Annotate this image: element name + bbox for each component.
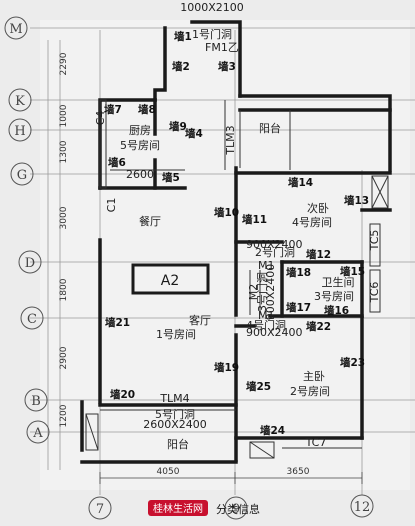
openings <box>85 99 389 459</box>
a2-box <box>131 263 210 295</box>
dim-4050: 4050 <box>157 467 180 477</box>
column-axis-markers: 7 9 12 <box>88 494 374 520</box>
kitchen-sub: 5号房间 <box>120 139 160 152</box>
door4-size: 900X2400 <box>246 326 303 339</box>
kitchen-label: 厨房 <box>129 124 151 137</box>
dim-1300: 1300 <box>59 140 69 163</box>
c1-label: C1 <box>105 198 118 213</box>
wall-7-label: 墙7 <box>104 103 122 116</box>
door3-size: 900X2400 <box>264 264 277 321</box>
door3-label: 3号门洞 <box>255 272 269 312</box>
wall-2-label: 墙2 <box>172 60 190 73</box>
bedroom2-label: 次卧 <box>307 201 329 215</box>
wall-13-label: 墙13 <box>344 194 369 207</box>
row-axis-markers: M K H G D C B A <box>4 16 50 444</box>
wall-3-label: 墙3 <box>218 60 236 73</box>
watermark-tag: 分类信息 <box>216 502 260 516</box>
left-dimensions: 2290 1000 1300 3000 1800 2900 1200 <box>59 52 69 427</box>
dim-2600-label: 2600 <box>126 168 154 181</box>
axis-row-D: D <box>25 256 35 271</box>
axis-row-G: G <box>17 168 27 183</box>
door2-label: 2号门洞 <box>255 245 295 259</box>
door3-code: M2 <box>247 284 260 301</box>
wall-18-label: 墙18 <box>286 266 311 279</box>
axis-row-K: K <box>15 94 25 109</box>
watermark-brand: 桂林生活网 <box>153 502 203 515</box>
wall-14-label: 墙14 <box>288 176 313 189</box>
wall-19-label: 墙19 <box>214 361 239 374</box>
wall-8-label: 墙8 <box>138 103 156 116</box>
axis-row-C: C <box>27 312 37 327</box>
door4-label: 4号门洞 <box>246 318 286 332</box>
dim-3000: 3000 <box>59 206 69 229</box>
dim-2900: 2900 <box>59 346 69 369</box>
dim-1800: 1800 <box>59 278 69 301</box>
wall-17-label: 墙17 <box>286 301 311 314</box>
axis-row-A: A <box>32 426 43 441</box>
wall-9-label: 墙9 <box>169 120 187 133</box>
door1-code: FM1乙 <box>205 41 239 54</box>
axis-row-B: B <box>31 394 41 409</box>
door2-size: 900X2400 <box>246 238 303 251</box>
walls <box>80 20 392 464</box>
wall-5-label: 墙5 <box>162 171 180 184</box>
door5-size: 2600X2400 <box>143 418 207 431</box>
axis-row-M: M <box>9 22 22 37</box>
wall-25-label: 墙25 <box>246 380 271 393</box>
door5-label: 5号门洞 <box>155 407 195 421</box>
tc7-label: TC7 <box>305 436 327 449</box>
wall-22-label: 墙22 <box>306 320 331 333</box>
balcony-bottom-label: 阳台 <box>167 437 189 451</box>
living-sub: 1号房间 <box>156 328 196 341</box>
dim-3650: 3650 <box>287 467 310 477</box>
a2-label: A2 <box>161 273 179 289</box>
axis-col-12: 12 <box>354 500 371 515</box>
bedroom2-sub: 4号房间 <box>292 216 332 229</box>
living-label: 客厅 <box>189 313 211 327</box>
c4-label: C4 <box>94 111 107 126</box>
wall-23-label: 墙23 <box>340 356 365 369</box>
wall-4-label: 墙4 <box>185 127 203 140</box>
master-sub: 2号房间 <box>290 385 330 398</box>
bath-label: 卫生间 <box>322 275 355 289</box>
axis-col-9: 9 <box>232 502 240 517</box>
wall-16-label: 墙16 <box>324 304 349 317</box>
door1-size: 1000X2100 <box>180 1 244 14</box>
tc5-label: TC5 <box>368 230 381 252</box>
bottom-dimension-line <box>99 472 363 484</box>
door4-code: M1 <box>258 309 275 322</box>
door1-label: 1号门洞 <box>192 27 232 41</box>
dim-1000: 1000 <box>59 104 69 127</box>
balcony-top-label: 阳台 <box>259 121 281 135</box>
wall-11-label: 墙11 <box>242 213 267 226</box>
door2-code: M1 <box>258 259 275 272</box>
watermark: 桂林生活网 分类信息 <box>148 500 260 516</box>
wall-21-label: 墙21 <box>105 316 130 329</box>
wall-24-label: 墙24 <box>260 424 285 437</box>
wall-15-label: 墙15 <box>340 265 365 278</box>
master-label: 主卧 <box>303 370 325 383</box>
bath-sub: 3号房间 <box>314 290 354 303</box>
axis-col-7: 7 <box>96 502 104 517</box>
wall-10-label: 墙10 <box>214 206 239 219</box>
wall-20-label: 墙20 <box>110 388 135 401</box>
wall-6-label: 墙6 <box>108 156 126 169</box>
dining-label: 餐厅 <box>139 214 161 228</box>
dim-2290: 2290 <box>59 52 69 75</box>
tlm3-label: TLM3 <box>224 125 237 155</box>
dim-1200: 1200 <box>59 404 69 427</box>
wall-1-label: 墙1 <box>174 30 192 43</box>
door5-code: TLM4 <box>159 392 189 405</box>
axis-row-H: H <box>14 124 25 139</box>
wall-12-label: 墙12 <box>306 248 331 261</box>
tc6-label: TC6 <box>368 282 381 304</box>
